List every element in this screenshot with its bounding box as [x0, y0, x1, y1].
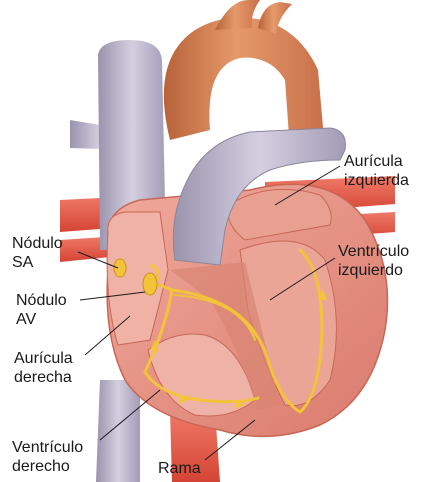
label-nodulo-av: Nódulo AV — [16, 292, 71, 328]
label-nodulo-sa: Nódulo SA — [12, 235, 67, 271]
label-auricula-izquierda: Aurícula izquierda — [344, 153, 409, 189]
label-auricula-derecha: Aurícula derecha — [14, 350, 77, 386]
sa-node — [114, 259, 126, 277]
label-ventriculo-derecho: Ventrículo derecho — [12, 439, 88, 475]
label-rama: Rama — [158, 460, 201, 477]
inferior-vena-cava — [96, 380, 140, 482]
av-node — [143, 273, 157, 295]
